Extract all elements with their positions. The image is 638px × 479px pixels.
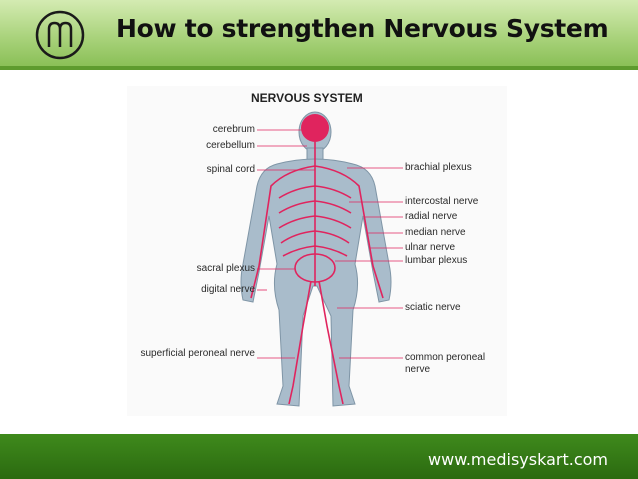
label-ulnar-nerve: ulnar nerve	[405, 242, 456, 253]
label-sacral-plexus: sacral plexus	[196, 263, 255, 274]
m-circle-logo-icon	[35, 10, 85, 60]
label-intercostal-nerve: intercostal nerve	[405, 196, 479, 207]
header-divider	[0, 66, 638, 70]
label-radial-nerve: radial nerve	[405, 211, 458, 222]
label-cerebrum: cerebrum	[212, 124, 255, 135]
label-median-nerve: median nerve	[405, 227, 466, 238]
label-lumbar-plexus: lumbar plexus	[405, 255, 468, 266]
website-link[interactable]: www.medisyskart.com	[428, 450, 608, 469]
label-common-peroneal-nerve: common peroneal nerve	[405, 352, 486, 375]
label-brachial-plexus: brachial plexus	[405, 162, 472, 173]
header-bar: How to strengthen Nervous System	[0, 0, 638, 70]
label-superficial-peroneal-nerve: superficial peroneal nerve	[140, 348, 255, 359]
footer-bar: www.medisyskart.com	[0, 434, 638, 479]
nervous-system-diagram: NERVOUS SYSTEM cerebrum cerebellum spina…	[127, 86, 507, 416]
label-spinal-cord: spinal cord	[206, 164, 255, 175]
label-cerebellum: cerebellum	[206, 140, 255, 151]
label-digital-nerve: digital nerve	[201, 284, 255, 295]
human-body-illustration	[240, 111, 403, 407]
diagram-title: NERVOUS SYSTEM	[251, 91, 363, 105]
label-sciatic-nerve: sciatic nerve	[405, 302, 461, 313]
page-title: How to strengthen Nervous System	[116, 14, 609, 43]
